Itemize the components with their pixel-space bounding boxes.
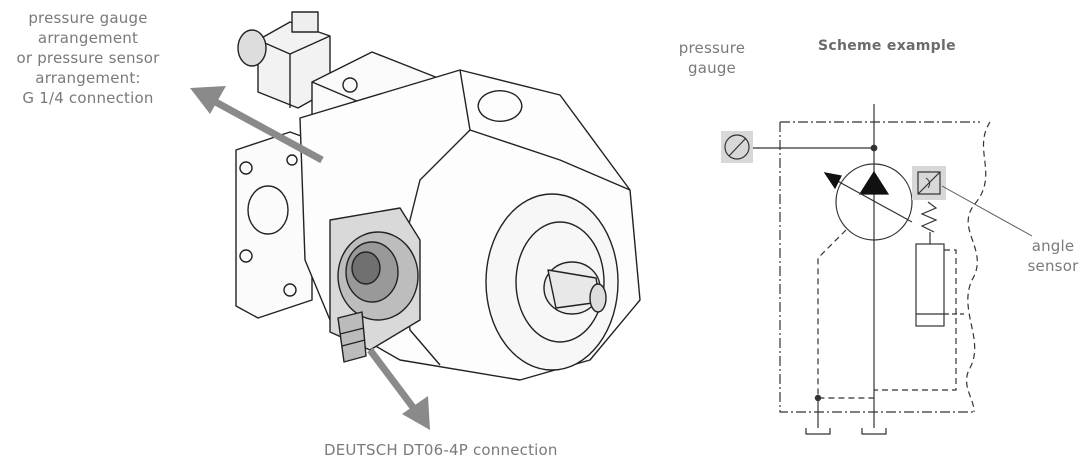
angle-sensor-line-2: sensor xyxy=(1027,257,1079,275)
arrow-to-deutsch-connector xyxy=(367,347,430,430)
deutsch-connection-label: DEUTSCH DT06-4P connection xyxy=(324,441,558,459)
gauge-arrangement-line-3: or pressure sensor xyxy=(16,49,160,67)
scheme-title: Scheme example xyxy=(818,38,956,54)
pressure-gauge-symbol xyxy=(721,131,753,163)
gauge-arrangement-line-2: arrangement xyxy=(37,29,139,47)
angle-sensor-line-1: angle xyxy=(1031,237,1075,255)
pressure-gauge-label: pressure gauge xyxy=(664,38,760,78)
angle-sensor-label: angle sensor xyxy=(1024,236,1081,276)
pressure-gauge-line-2: gauge xyxy=(688,59,736,77)
pressure-gauge-line-1: pressure xyxy=(678,39,746,57)
gauge-arrangement-label: pressure gauge arrangement or pressure s… xyxy=(0,8,176,108)
pump-illustration xyxy=(235,11,641,381)
leader-lines xyxy=(941,185,1033,237)
arrow-to-gauge-port xyxy=(190,86,324,164)
angle-sensor-symbol xyxy=(912,166,946,200)
gauge-arrangement-line-1: pressure gauge xyxy=(28,9,148,27)
hydraulic-scheme xyxy=(752,104,991,435)
gauge-arrangement-line-4: arrangement: xyxy=(35,69,141,87)
gauge-arrangement-line-5: G 1/4 connection xyxy=(22,89,154,107)
